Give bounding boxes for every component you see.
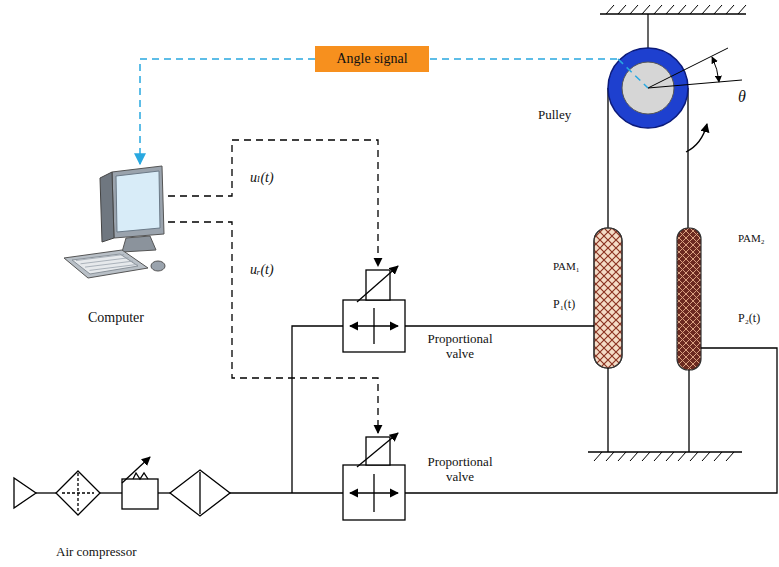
component-label: Proportional valve — [416, 332, 504, 362]
air-supply-unit-part — [56, 471, 100, 515]
pam-muscles-part — [677, 228, 701, 370]
part-label: PAM₁ — [553, 260, 580, 273]
ceiling-part — [606, 5, 746, 14]
proportional-valve-1-part — [343, 300, 405, 352]
air-supply-unit — [14, 457, 230, 516]
pneumatic-lines-part — [230, 492, 343, 493]
proportional-valve-1-part — [373, 308, 374, 344]
air-supply-unit-part — [133, 473, 148, 479]
proportional-valve-1-part — [357, 266, 398, 302]
proportional-valve-2-part — [343, 465, 405, 520]
floor — [588, 452, 742, 461]
pneumatic-lines-part — [405, 325, 594, 326]
computer-icon-part — [116, 171, 160, 232]
computer-icon — [60, 164, 172, 310]
air-supply-unit-part — [122, 479, 158, 509]
control-signal-lines-part — [168, 140, 378, 266]
pam-muscles-part — [607, 368, 608, 452]
node-text: Computer — [60, 310, 172, 326]
proportional-valve-2-part — [366, 437, 390, 465]
signal-name: uᵣ(t) — [250, 262, 274, 278]
pulley-assembly-part — [712, 57, 719, 82]
control-signal-lines — [168, 140, 378, 433]
computer-icon-part — [100, 172, 114, 242]
computer-icon-part — [64, 250, 148, 278]
pressure-label: P₂(t) — [738, 312, 760, 326]
pneumatic-lines-part — [292, 326, 343, 493]
air-supply-unit-part — [122, 457, 150, 483]
angle-signal-wire — [618, 59, 648, 88]
pneumatic-lines-part — [158, 492, 170, 493]
pressure-label: P₁(t) — [553, 298, 575, 312]
component-label: Air compressor — [56, 545, 137, 560]
pneumatic-lines — [36, 326, 777, 493]
pam-muscles-part — [594, 228, 622, 368]
pulley-assembly-part — [648, 80, 742, 88]
part-label: PAM₂ — [738, 232, 765, 245]
proportional-valve-2-part — [357, 433, 398, 467]
computer-station: Computer — [60, 164, 172, 326]
air-supply-unit-part — [62, 492, 94, 493]
pam-muscles-part — [594, 228, 622, 368]
ceiling — [600, 5, 746, 14]
pulley-assembly-part — [608, 48, 688, 128]
ceiling-part — [600, 13, 746, 15]
proportional-valve-2-part — [373, 474, 374, 512]
floor-part — [594, 452, 734, 461]
pam-muscles — [594, 228, 701, 452]
computer-icon-part — [151, 261, 165, 271]
pam-muscles-part — [688, 370, 689, 452]
node-text: Angle signal — [336, 51, 407, 67]
signal-box: Angle signal — [315, 46, 429, 72]
pulley-assembly-part — [687, 88, 688, 228]
pneumatic-lines-part — [36, 492, 56, 493]
computer-icon-part — [112, 166, 164, 238]
signal-name: uₗ(t) — [250, 170, 274, 186]
air-supply-unit-part — [170, 470, 230, 516]
pulley-assembly — [608, 14, 742, 228]
computer-icon-part — [72, 254, 138, 274]
air-supply-unit-part — [14, 478, 36, 508]
component-label: Proportional valve — [416, 455, 504, 485]
proportional-valve-2 — [343, 433, 405, 520]
computer-icon-part — [122, 236, 156, 252]
part-label: Pulley — [538, 108, 571, 123]
angle-signal-wire — [430, 58, 618, 60]
pulley-assembly-part — [686, 124, 707, 152]
pneumatic-lines-part — [405, 348, 777, 493]
pulley-assembly-part — [607, 88, 608, 228]
signal-connector — [140, 59, 315, 164]
proportional-valve-1-part — [366, 270, 390, 300]
pneumatic-lines-part — [100, 492, 122, 493]
proportional-valve-1 — [343, 266, 405, 352]
angle-symbol: θ — [738, 88, 746, 106]
air-supply-unit-part — [199, 472, 200, 514]
keyboard-keys — [76, 255, 138, 271]
floor-part — [588, 451, 742, 453]
